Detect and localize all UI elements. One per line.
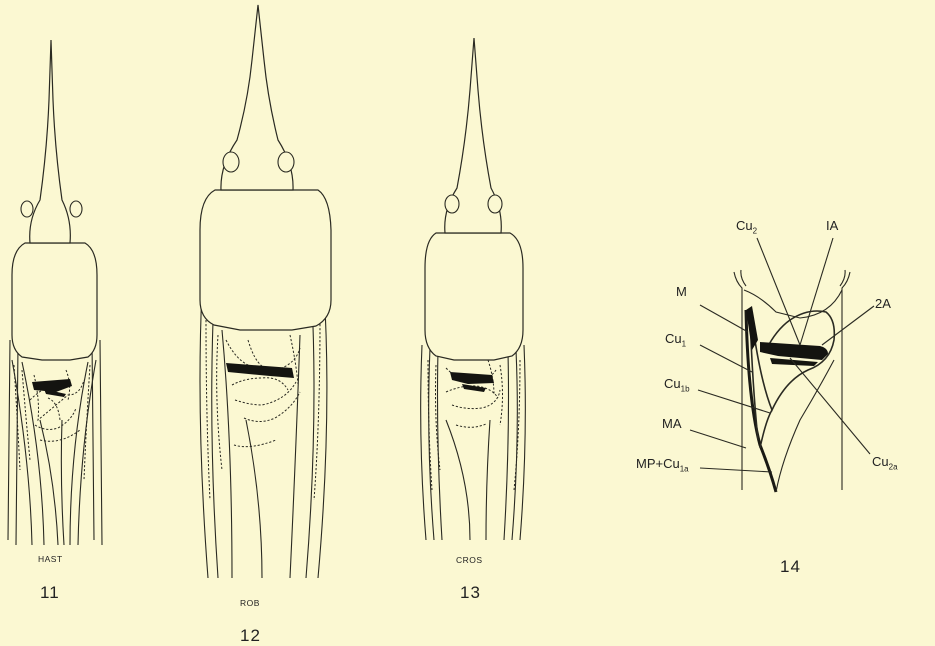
vein-label-cu2: Cu2 — [736, 218, 757, 236]
figure-11-number: 11 — [40, 583, 60, 603]
figure-14-number: 14 — [780, 557, 801, 577]
figure-13-number: 13 — [460, 583, 481, 603]
figure-11-tag: HAST — [38, 554, 63, 564]
vein-label-cu2a: Cu2a — [872, 454, 898, 472]
vein-label-2a: 2A — [875, 296, 891, 311]
vein-label-m: M — [676, 284, 687, 299]
figure-12-drawing — [200, 5, 331, 578]
figure-13-drawing — [421, 38, 526, 540]
vein-label-1a: IA — [826, 218, 838, 233]
figure-12-tag: ROB — [240, 598, 260, 608]
vein-label-cu1b: Cu1b — [664, 376, 690, 394]
vein-label-ma: MA — [662, 416, 682, 431]
vein-label-cu1: Cu1 — [665, 331, 686, 349]
figure-13-tag: CROS — [456, 555, 483, 565]
figure-11-drawing — [8, 40, 102, 545]
vein-label-mp-cu1a: MP+Cu1a — [636, 456, 689, 474]
figure-14-drawing — [690, 238, 874, 492]
figure-12-number: 12 — [240, 626, 261, 646]
